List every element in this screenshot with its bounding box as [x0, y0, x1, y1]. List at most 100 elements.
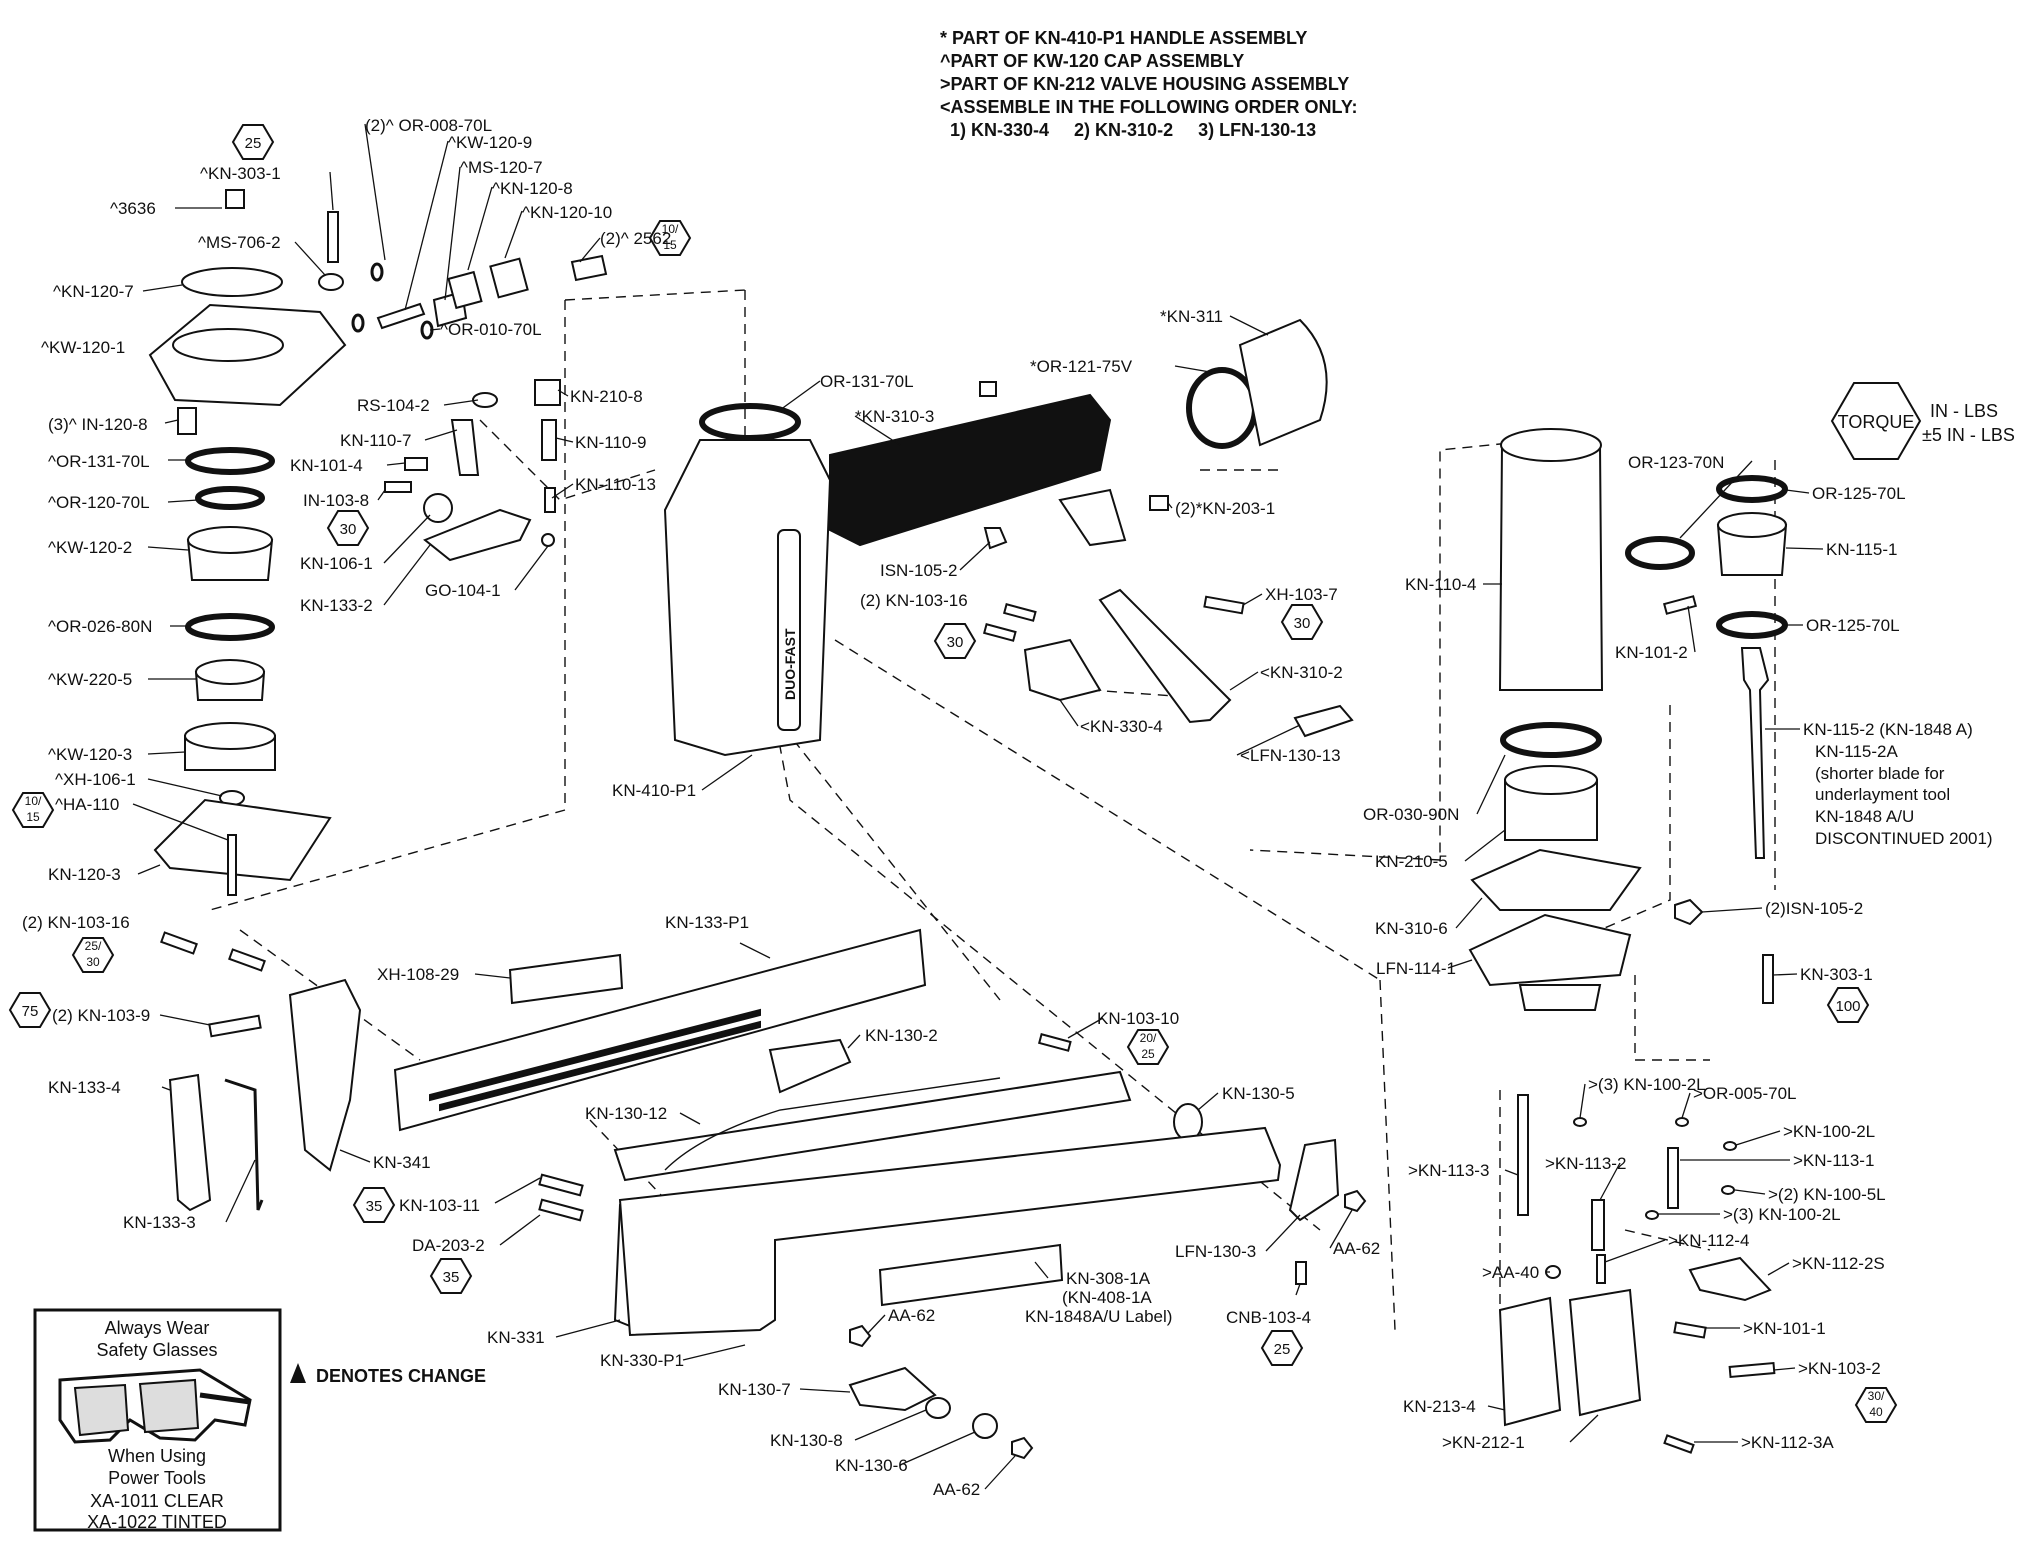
label-kn-103-2: >KN-103-2 [1798, 1359, 1881, 1378]
screw-kn-112-3a-icon [1663, 1434, 1695, 1454]
label-kn-308-1a-icon [878, 1243, 1064, 1307]
cap-top-icon [172, 328, 284, 362]
label-3636: ^3636 [110, 199, 156, 218]
gasket-kn-120-3-icon [153, 798, 332, 882]
label-or-131-70l: OR-131-70L [820, 372, 914, 391]
part-drawings: DUO-FAST [148, 189, 1788, 1460]
label-or-120-70l: ^OR-120-70L [48, 493, 150, 512]
svg-text:KN-308-1A: KN-308-1A [1066, 1269, 1151, 1288]
torque-marker-35-da-203-2: 35 [429, 1258, 473, 1294]
note-line-4: <ASSEMBLE IN THE FOLLOWING ORDER ONLY: [940, 97, 1358, 117]
label-kn-110-7: KN-110-7 [340, 431, 412, 450]
label-kn-310-3: *KN-310-3 [855, 407, 934, 426]
safety-line-4: Power Tools [108, 1468, 206, 1488]
screw-kn-303-1-icon [327, 211, 339, 263]
label-go-104-1: GO-104-1 [425, 581, 501, 600]
note-line-2: ^PART OF KW-120 CAP ASSEMBLY [940, 51, 1244, 71]
label-kn-103-9: (2) KN-103-9 [52, 1006, 150, 1025]
piston-top-icon-2 [1717, 512, 1787, 538]
label-isn-105-2: ISN-105-2 [880, 561, 957, 580]
torque-legend: TORQUE IN - LBS ±5 IN - LBS [1830, 382, 2015, 460]
assembly-notes: * PART OF KN-410-P1 HANDLE ASSEMBLY ^PAR… [940, 28, 1358, 140]
screw-kn-103-16-left-a-icon [160, 931, 198, 955]
label-kw-120-1: ^KW-120-1 [41, 338, 125, 357]
bracket-kn-130-2-icon [768, 1038, 852, 1094]
label-xh-108-29-icon [508, 953, 624, 1005]
label-kn-112-2s: >KN-112-2S [1792, 1254, 1885, 1273]
brand-text: DUO-FAST [782, 628, 798, 700]
label-kn-331: KN-331 [487, 1328, 545, 1347]
label-or-125-70l-b: OR-125-70L [1806, 616, 1900, 635]
screw-2562-icon [570, 254, 608, 282]
base-bottom-icon [1518, 984, 1602, 1011]
valve-top-icon [1504, 765, 1598, 795]
note-line-1: * PART OF KN-410-P1 HANDLE ASSEMBLY [940, 28, 1307, 48]
link-lfn-130-13-icon [1293, 704, 1354, 738]
spring-kn-130-12-icon [664, 1077, 1001, 1171]
nut-isn-105-2b-icon [1674, 898, 1704, 926]
valve-kn-210-8-icon [534, 379, 561, 406]
label-2562: (2)^ 2562 [600, 229, 671, 248]
label-da-203-2: DA-203-2 [412, 1236, 485, 1255]
label-kn-106-1: KN-106-1 [300, 554, 373, 573]
svg-text:15: 15 [26, 810, 40, 824]
gasket-kn-310-6-icon [1470, 848, 1642, 911]
label-kn-103-10: KN-103-10 [1097, 1009, 1179, 1028]
magazine-track2-icon [439, 1020, 761, 1112]
oring-or-125-70l-a-icon [1716, 475, 1788, 503]
label-kn-212-1: >KN-212-1 [1442, 1433, 1525, 1452]
screw-kn-103-11-icon [538, 1173, 584, 1197]
label-kw-120-2: ^KW-120-2 [48, 538, 132, 557]
label-kn-133-4: KN-133-4 [48, 1078, 121, 1097]
bushing-kn-130-8-icon [925, 1397, 951, 1419]
svg-text:(shorter blade for: (shorter blade for [1815, 764, 1945, 783]
oring-or-030-90n-icon [1500, 722, 1602, 758]
label-kn-303-1-cap: ^KN-303-1 [200, 164, 281, 183]
svg-text:30/: 30/ [1868, 1389, 1885, 1403]
washer-kn-130-6-icon [972, 1413, 998, 1439]
svg-text:30: 30 [947, 634, 964, 651]
safety-glasses-icon [58, 1368, 252, 1444]
torque-marker-30-mid: 30 [933, 623, 977, 659]
pin-kw-120-9-icon [376, 302, 426, 330]
spring-kn-112-4-icon [1596, 1254, 1606, 1284]
torque-tolerance: ±5 IN - LBS [1922, 425, 2015, 445]
torque-marker-10-15-cap: 10/ 15 [648, 220, 692, 256]
plate-kn-120-10-icon [489, 257, 529, 299]
torque-marker-10-15-ha-110: 10/ 15 [11, 792, 55, 828]
piston-top-icon [187, 526, 273, 554]
oring-or-005-70l-icon [1675, 1117, 1689, 1127]
housing-kn-410-p1-icon [663, 439, 832, 757]
torque-marker-25-30-left: 25/ 30 [71, 937, 115, 973]
pin-kn-101-2-icon [1662, 595, 1698, 615]
bumper-top-icon [195, 659, 265, 685]
label-kn-133-2: KN-133-2 [300, 596, 373, 615]
label-aa-62-a: AA-62 [1333, 1239, 1380, 1258]
nut-isn-105-2-icon [983, 527, 1008, 550]
label-in-103-8: IN-103-8 [303, 491, 369, 510]
safety-line-3: When Using [108, 1446, 206, 1466]
change-legend: DENOTES CHANGE [290, 1363, 486, 1386]
label-or-005-70l: >OR-005-70L [1693, 1084, 1796, 1103]
screw-kn-103-16-mid2-icon [982, 623, 1017, 642]
label-kn-311: *KN-311 [1160, 307, 1223, 326]
screw-kn-203-1b-icon [979, 381, 997, 397]
label-kn-203-1: (2)*KN-203-1 [1175, 499, 1275, 518]
note-line-3: >PART OF KN-212 VALVE HOUSING ASSEMBLY [940, 74, 1349, 94]
label-kn-410-p1: KN-410-P1 [612, 781, 696, 800]
svg-text:KN-115-2A: KN-115-2A [1815, 742, 1898, 761]
oring-or-026-80n-icon [185, 613, 275, 641]
svg-text:KN-115-2 (KN-1848 A): KN-115-2 (KN-1848 A) [1803, 720, 1973, 739]
pin-in-103-8-icon [384, 481, 412, 493]
label-kn-341: KN-341 [373, 1153, 431, 1172]
oring-or-121-75v-icon [1186, 367, 1258, 449]
pin-kn-101-1-icon [1673, 1321, 1707, 1339]
torque-marker-30-xh-103-7: 30 [1280, 604, 1324, 640]
link-kn-330-4-icon [1023, 638, 1102, 702]
bracket-icon [1058, 488, 1127, 547]
label-cnb-103-4: CNB-103-4 [1226, 1308, 1311, 1327]
svg-text:(KN-408-1A: (KN-408-1A [1062, 1288, 1152, 1307]
torque-units: IN - LBS [1930, 401, 1998, 421]
cylinder-kn-110-4-icon [1498, 444, 1604, 691]
label-kn-100-2l-a: >(3) KN-100-2L [1588, 1075, 1706, 1094]
